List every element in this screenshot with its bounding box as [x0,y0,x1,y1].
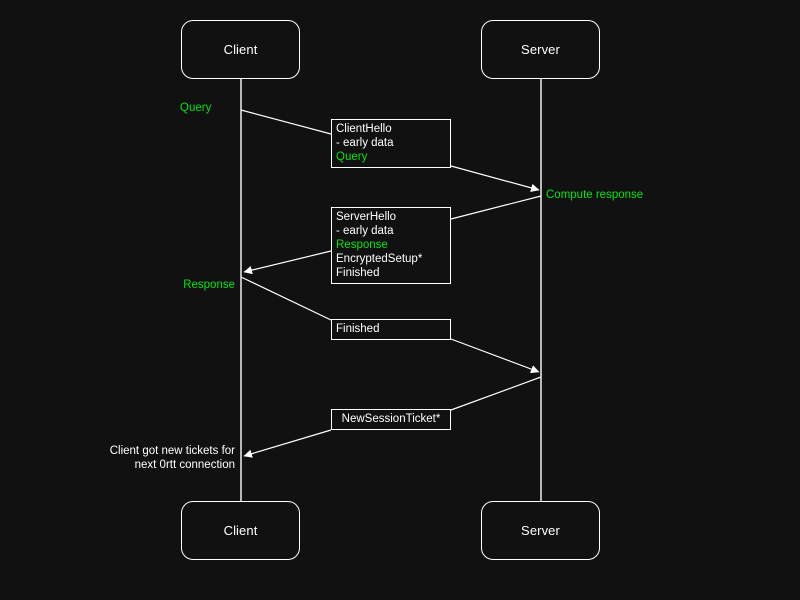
label-compute-response: Compute response [546,188,643,202]
message-box-finished: Finished [331,319,451,340]
actor-client-top-label: Client [223,42,258,57]
arrow-server-to-newsessionticket [450,376,542,411]
arrow-serverhello-to-client [243,250,332,275]
arrow-newsessionticket-to-client [243,429,332,458]
label-new-tickets-line2: next 0rtt connection [134,459,235,471]
message-line: ClientHello [336,123,392,135]
message-line: - early data [336,137,394,149]
arrow-query-to-clienthello [240,109,332,135]
message-box-new-session-ticket: NewSessionTicket* [331,409,451,430]
message-line: - early data [336,225,394,237]
message-line: EncryptedSetup* [336,253,423,265]
label-new-tickets-line1: Client got new tickets for [109,445,235,457]
actor-server-top: Server [481,20,600,79]
actor-server-top-label: Server [521,42,560,57]
message-line: Response [336,239,388,251]
message-line: NewSessionTicket* [341,413,441,425]
actor-client-top: Client [181,20,300,79]
message-line: Finished [336,323,380,335]
label-response: Response [130,278,235,292]
arrow-finished-to-server [450,338,540,374]
message-box-server-hello: ServerHello - early data Response Encryp… [331,207,451,284]
label-compute-response-text: Compute response [546,189,644,201]
actor-client-bottom: Client [181,501,300,560]
arrow-clienthello-to-server [450,165,540,192]
label-query: Query [180,101,211,115]
label-new-tickets: Client got new tickets for next 0rtt con… [60,444,235,472]
message-line: Query [336,151,368,163]
arrow-server-to-serverhello [450,195,542,220]
actor-server-bottom-label: Server [521,523,560,538]
message-line: Finished [336,267,380,279]
message-box-client-hello: ClientHello - early data Query [331,119,451,168]
label-response-text: Response [183,279,235,291]
message-line: ServerHello [336,211,397,223]
arrow-client-to-finished [240,276,332,321]
label-query-text: Query [180,102,212,114]
actor-client-bottom-label: Client [223,523,258,538]
actor-server-bottom: Server [481,501,600,560]
